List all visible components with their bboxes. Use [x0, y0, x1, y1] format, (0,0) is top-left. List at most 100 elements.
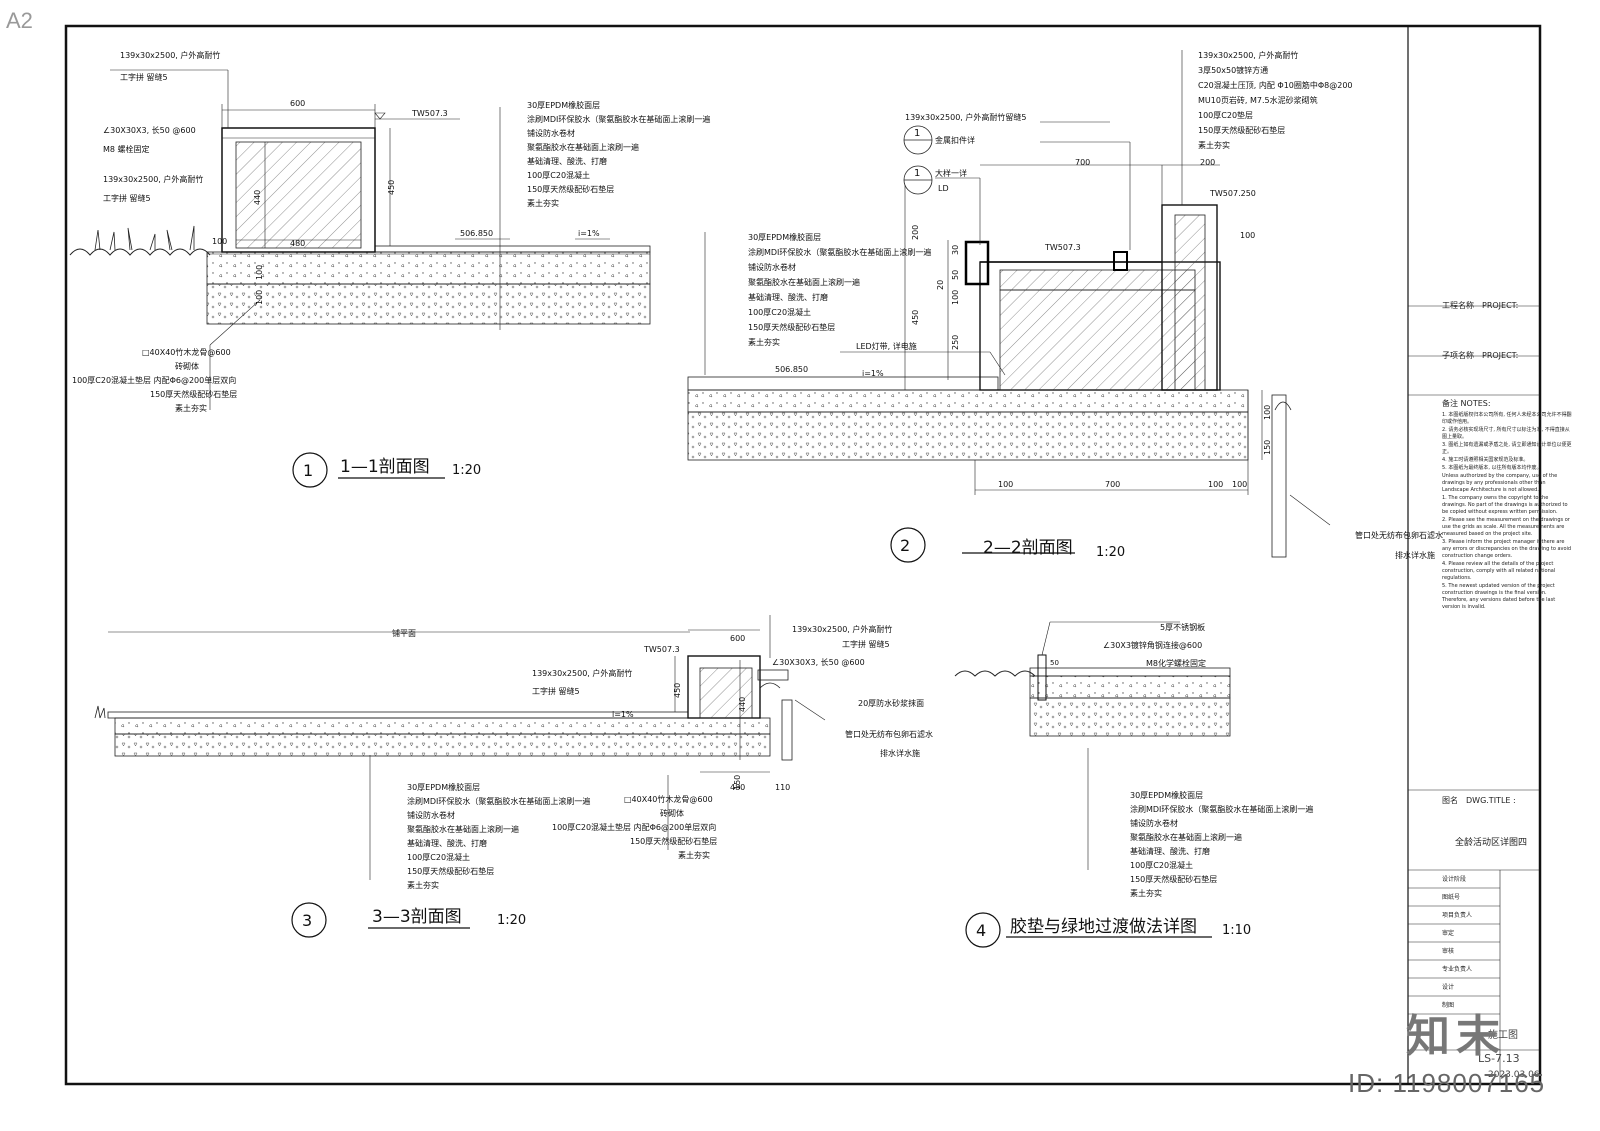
s2-mid-label-3: 大样一详 — [935, 168, 967, 178]
watermark-id: ID: 1198007165 — [1348, 1068, 1546, 1098]
s2-dim-b100b: 100 — [1208, 480, 1223, 489]
s4-label-1: 30厚EPDM橡胶面层 — [1130, 790, 1203, 800]
section-2-2 — [687, 50, 1331, 563]
s2-mid-label-2: 金属扣件详 — [935, 135, 975, 145]
s3-top-label-6: 20厚防水砂浆抹面 — [858, 698, 924, 708]
s3-top-label-3: ∠30X30X3, 长50 @600 — [772, 657, 865, 667]
s2-left-label-1: 30厚EPDM橡胶面层 — [748, 232, 821, 242]
s2-callout-2: 1 — [914, 168, 920, 179]
s2-dim-v100: 100 — [1263, 405, 1272, 420]
row-discipline-lead: 专业负责人 — [1442, 966, 1473, 973]
s3-bl-label-4: 聚氨酯胶水在基础面上滚刷一遍 — [407, 824, 519, 834]
s2-elev-2: TW507.250 — [1209, 189, 1256, 198]
s2-top-label-6: 150厚天然级配砂石垫层 — [1198, 125, 1285, 135]
s3-br-label-4: 150厚天然级配砂石垫层 — [630, 836, 717, 846]
s2-callout-1: 1 — [914, 128, 920, 139]
stage-suffix: 施工图 — [1488, 1030, 1518, 1041]
s2-dim-r100: 100 — [1240, 231, 1255, 240]
s3-bl-label-2: 涂刷MDI环保胶水（聚氨酯胶水在基础面上滚刷一遍 — [407, 796, 590, 806]
row-review: 审核 — [1442, 948, 1455, 955]
s1-right-label-3: 铺设防水卷材 — [527, 128, 575, 138]
s3-dim-150: 150 — [733, 775, 742, 790]
s3-drain-2: 排水详水施 — [880, 748, 920, 758]
row-approve: 审定 — [1442, 930, 1455, 937]
s1-dim-top: 600 — [290, 99, 305, 108]
s3-num: 3 — [302, 911, 312, 930]
s2-dim-200v: 200 — [911, 225, 920, 240]
s2-dim-50: 50 — [951, 270, 960, 280]
s3-dim-110: 110 — [775, 783, 790, 792]
note-10: 4. Please review all the details of the … — [1442, 561, 1556, 581]
s2-top-label-3: C20混凝土压顶, 内配 Φ10圈筋中Φ8@200 — [1198, 80, 1353, 90]
s2-top-label-5: 100厚C20垫层 — [1198, 110, 1253, 120]
sheet-size-mark: A2 — [6, 8, 33, 33]
s2-dim-100: 100 — [951, 290, 960, 305]
s2-mid-label-1: 139x30x2500, 户外高耐竹留缝5 — [905, 112, 1026, 122]
s3-drain-1: 管口处无纺布包卵石滤水 — [845, 729, 933, 739]
s1-top-label-3: ∠30X30X3, 长50 @600 — [103, 125, 196, 135]
s3-dim-600: 600 — [730, 634, 745, 643]
s2-slope: i=1% — [862, 369, 884, 378]
s3-bl-label-3: 铺设防水卷材 — [407, 810, 455, 820]
s2-dim-20: 20 — [936, 280, 945, 290]
s2-elev: TW507.3 — [1044, 243, 1081, 252]
s2-left-label-7: 150厚天然级配砂石垫层 — [748, 322, 835, 332]
s2-dim-700: 700 — [1075, 158, 1090, 167]
s4-label-4: 聚氨酯胶水在基础面上滚刷一遍 — [1130, 832, 1242, 842]
s2-left-label-8: 素土夯实 — [748, 337, 780, 347]
s3-dim-450: 450 — [673, 683, 682, 698]
brand-logo: 知末 — [1406, 1011, 1506, 1062]
s3-br-label-2: 砖砌体 — [660, 808, 684, 818]
notes-block: 1. 本图纸版权归本公司所有, 任何人未经本公司允许不得翻印或作他用。 2. 请… — [1442, 412, 1572, 612]
note-6: Unless authorized by the company, use of… — [1442, 473, 1558, 493]
s1-dim-base-2: 100 — [255, 290, 264, 305]
s3-title: 3—3剖面图 — [372, 907, 462, 927]
s2-mid-label-4: LD — [938, 184, 949, 193]
s3-top-label-4: 139x30x2500, 户外高耐竹 — [532, 668, 632, 678]
s3-bl-label-8: 素土夯实 — [407, 880, 439, 890]
s4-label-8: 素土夯实 — [1130, 888, 1162, 898]
row-drafting: 制图 — [1442, 1002, 1455, 1009]
section-3-3 — [94, 615, 826, 938]
s4-title: 胶垫与绿地过渡做法详图 — [1010, 917, 1197, 937]
s2-title: 2—2剖面图 — [983, 538, 1073, 558]
s3-elev: TW507.3 — [643, 645, 680, 654]
sheet-number: LS-7.13 — [1478, 1052, 1520, 1065]
s2-top-label-1: 139x30x2500, 户外高耐竹 — [1198, 50, 1298, 60]
s1-right-label-7: 150厚天然级配砂石垫层 — [527, 184, 614, 194]
s1-bottom-label-3: 100厚C20混凝土垫层 内配Φ6@200单层双向 — [72, 375, 236, 385]
sheet-border — [64, 24, 1542, 1086]
s4-num: 4 — [976, 921, 986, 940]
note-5: 5. 本图纸为最终版本, 以往所有版本均作废。 — [1442, 465, 1542, 471]
s1-num: 1 — [303, 461, 313, 480]
s3-br-label-1: □40X40竹木龙骨@600 — [624, 794, 713, 804]
s3-bl-label-5: 基础清理、酸洗、打磨 — [407, 838, 487, 848]
s3-scale: 1:20 — [497, 913, 526, 928]
s2-top-label-2: 3厚50x50镀锌方通 — [1198, 65, 1268, 75]
s1-bottom-label-4: 150厚天然级配砂石垫层 — [150, 389, 237, 399]
s1-scale: 1:20 — [452, 463, 481, 478]
s1-dim-height: 450 — [387, 180, 396, 195]
row-design: 设计 — [1442, 984, 1455, 991]
note-2: 2. 请务必核实现场尺寸, 所有尺寸以标注为准, 不得直接从图上量取。 — [1442, 427, 1570, 440]
s4-top-label-3: M8化学螺栓固定 — [1146, 658, 1206, 668]
s1-top-label-5: 139x30x2500, 户外高耐竹 — [103, 174, 203, 184]
s1-bottom-label-1: □40X40竹木龙骨@600 — [142, 347, 231, 357]
s4-top-label-1: 5厚不锈钢板 — [1160, 622, 1205, 632]
s3-bl-label-7: 150厚天然级配砂石垫层 — [407, 866, 494, 876]
s1-top-label-1: 139x30x2500, 户外高耐竹 — [120, 50, 220, 60]
s3-dim-440: 440 — [738, 697, 747, 712]
note-3: 3. 图纸上如有遗漏或矛盾之处, 请立即通知设计单位以便更正。 — [1442, 442, 1572, 455]
row-project-lead: 项目负责人 — [1442, 912, 1473, 919]
s1-right-label-6: 100厚C20混凝土 — [527, 170, 590, 180]
s1-right-label-8: 素土夯实 — [527, 198, 559, 208]
s3-br-label-3: 100厚C20混凝土垫层 内配Φ6@200单层双向 — [552, 822, 716, 832]
s4-dim: 50 — [1050, 659, 1059, 667]
s2-top-label-7: 素土夯实 — [1198, 140, 1230, 150]
s3-level: 铺平面 — [392, 628, 416, 638]
note-9: 3. Please inform the project manager if … — [1442, 539, 1572, 559]
s1-top-label-4: M8 螺栓固定 — [103, 144, 150, 154]
s1-bottom-label-5: 素土夯实 — [175, 403, 207, 413]
